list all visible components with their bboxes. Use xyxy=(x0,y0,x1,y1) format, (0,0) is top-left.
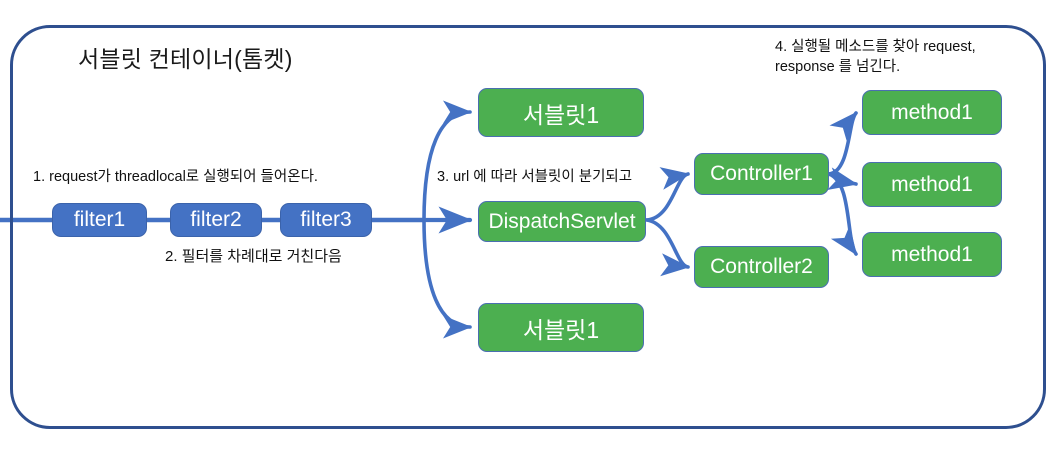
node-method-2[interactable]: method1 xyxy=(862,162,1002,207)
annotation-2: 2. 필터를 차례대로 거친다음 xyxy=(165,248,342,265)
node-filter2[interactable]: filter2 xyxy=(170,203,262,237)
node-method-3[interactable]: method1 xyxy=(862,232,1002,277)
node-controller2[interactable]: Controller2 xyxy=(694,246,829,288)
node-servlet-top[interactable]: 서블릿1 xyxy=(478,88,644,137)
node-controller1[interactable]: Controller1 xyxy=(694,153,829,195)
node-method-1[interactable]: method1 xyxy=(862,90,1002,135)
node-filter3[interactable]: filter3 xyxy=(280,203,372,237)
annotation-4: 4. 실행될 메소드를 찾아 request, response 를 넘긴다. xyxy=(775,39,976,75)
servlet-container-frame xyxy=(10,25,1046,429)
page-title: 서블릿 컨테이너(톰켓) xyxy=(78,46,293,72)
annotation-3: 3. url 에 따라 서블릿이 분기되고 xyxy=(437,169,633,185)
annotation-1: 1. request가 threadlocal로 실행되어 들어온다. xyxy=(33,169,318,185)
node-dispatch-servlet[interactable]: DispatchServlet xyxy=(478,201,646,242)
node-filter1[interactable]: filter1 xyxy=(52,203,147,237)
node-servlet-bottom[interactable]: 서블릿1 xyxy=(478,303,644,352)
